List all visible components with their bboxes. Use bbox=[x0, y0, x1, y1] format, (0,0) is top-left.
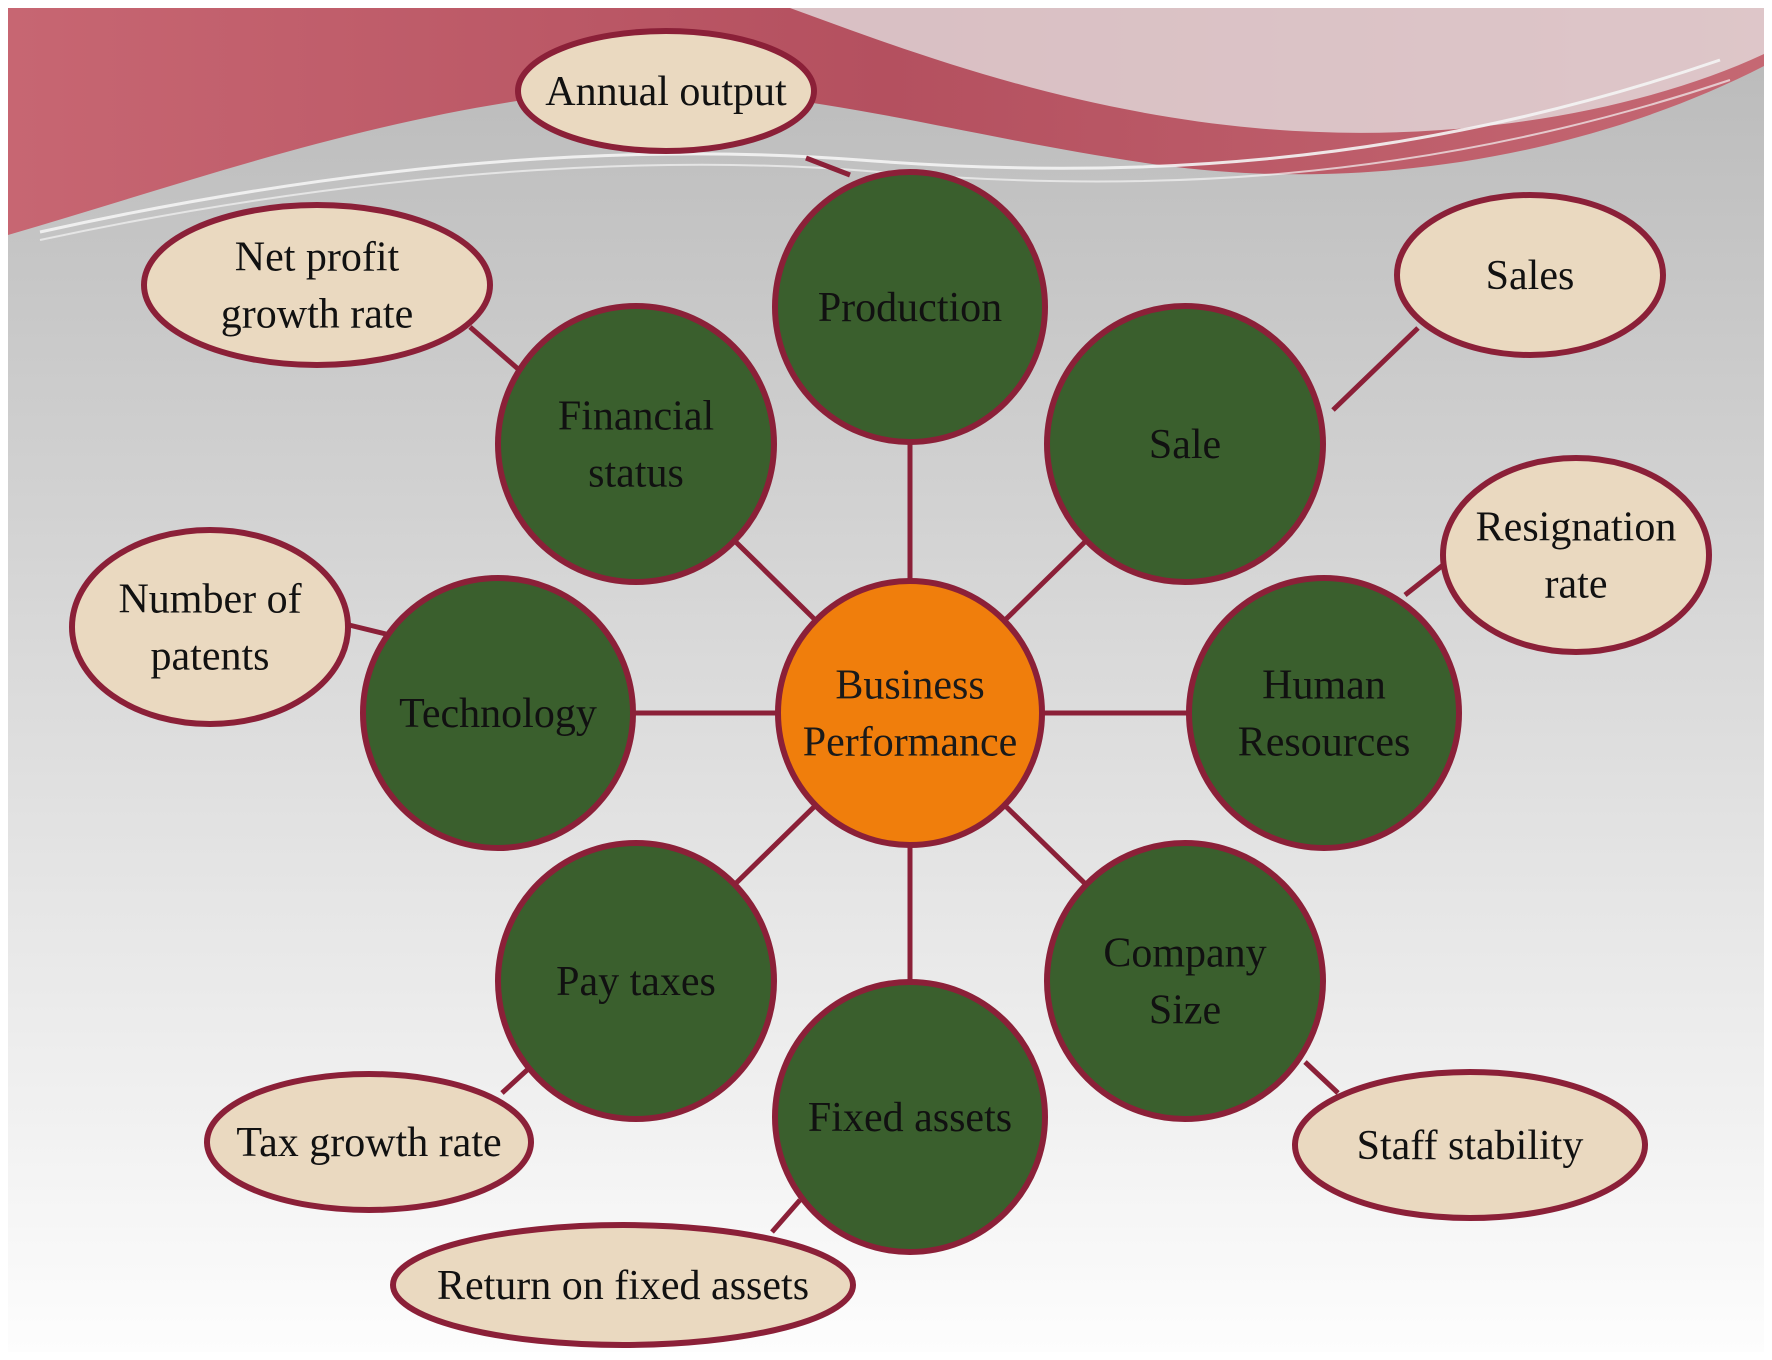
metric-company-size: Staff stability bbox=[1292, 1069, 1648, 1221]
metric-pay-taxes: Tax growth rate bbox=[204, 1071, 534, 1213]
metric-ellipse-fixed-assets bbox=[390, 1222, 856, 1348]
category-label-company-size-line-1: Company bbox=[1103, 931, 1266, 977]
banner-wave-light bbox=[790, 8, 1764, 133]
category-circle-fixed-assets bbox=[772, 979, 1048, 1255]
connector-lines bbox=[348, 155, 1445, 1234]
metric-ellipse-sale bbox=[1394, 192, 1666, 358]
category-fixed-assets: Fixed assets bbox=[772, 979, 1048, 1255]
metric-label-human-resources-line-1: Resignation bbox=[1476, 505, 1677, 551]
category-label-production-line-1: Production bbox=[818, 285, 1002, 331]
category-label-financial-status-line-1: Financial bbox=[558, 394, 714, 440]
category-label-fixed-assets-line-1: Fixed assets bbox=[808, 1095, 1012, 1141]
category-circle-financial-status bbox=[495, 303, 777, 585]
metric-ellipse-production bbox=[515, 28, 817, 154]
metric-label-sale-line-1: Sales bbox=[1486, 253, 1575, 299]
category-pay-taxes: Pay taxes bbox=[495, 840, 777, 1122]
category-circle-technology bbox=[360, 575, 636, 851]
metric-label-technology-line-2: patents bbox=[151, 634, 270, 680]
metric-sale: Sales bbox=[1394, 192, 1666, 358]
metric-ellipse-financial-status bbox=[141, 202, 493, 368]
category-technology: Technology bbox=[360, 575, 636, 851]
metric-link-technology bbox=[348, 622, 391, 638]
category-label-pay-taxes-line-1: Pay taxes bbox=[556, 959, 716, 1005]
category-label-financial-status-line-2: status bbox=[588, 451, 684, 497]
category-circle-pay-taxes bbox=[495, 840, 777, 1122]
metric-ellipse-pay-taxes bbox=[204, 1071, 534, 1213]
metric-ellipse-human-resources bbox=[1440, 455, 1712, 655]
spoke-sale bbox=[1002, 538, 1089, 623]
category-circle-sale bbox=[1044, 303, 1326, 585]
metric-financial-status: Net profit growth rate bbox=[141, 202, 493, 368]
banner-swoosh-line bbox=[39, 58, 1721, 234]
metric-label-fixed-assets-line-1: Return on fixed assets bbox=[437, 1263, 809, 1309]
metric-link-sale bbox=[1331, 326, 1420, 412]
category-circle-production bbox=[772, 169, 1048, 445]
center-circle bbox=[775, 578, 1045, 848]
category-label-human-resources-line-1: Human bbox=[1262, 663, 1386, 709]
spoke-pay-taxes bbox=[732, 803, 818, 887]
metric-label-production-line-1: Annual output bbox=[545, 69, 787, 115]
category-label-sale-line-1: Sale bbox=[1149, 422, 1221, 468]
metric-label-financial-status-line-1: Net profit bbox=[235, 235, 400, 281]
metric-link-human-resources bbox=[1403, 563, 1445, 597]
category-financial-status: Financial status bbox=[495, 303, 777, 585]
metric-technology: Number of patents bbox=[69, 527, 351, 727]
metric-label-technology-line-1: Number of bbox=[118, 577, 301, 623]
category-label-company-size-line-2: Size bbox=[1149, 988, 1221, 1034]
metric-fixed-assets: Return on fixed assets bbox=[390, 1222, 856, 1348]
metric-ellipse-company-size bbox=[1292, 1069, 1648, 1221]
spoke-financial-status bbox=[732, 538, 818, 623]
metric-label-human-resources-line-2: rate bbox=[1545, 562, 1608, 608]
category-circles: ProductionSaleHumanResourcesCompanySizeF… bbox=[360, 169, 1462, 1255]
category-circle-human-resources bbox=[1186, 575, 1462, 851]
center-label-line-2: Performance bbox=[803, 720, 1018, 766]
banner-swoosh-line-2 bbox=[39, 79, 1731, 241]
category-circle-company-size bbox=[1044, 840, 1326, 1122]
metric-human-resources: Resignation rate bbox=[1440, 455, 1712, 655]
metric-link-fixed-assets bbox=[770, 1198, 802, 1234]
center-label-line-1: Business bbox=[835, 663, 984, 709]
metric-link-production bbox=[805, 155, 851, 178]
spoke-company-size bbox=[1002, 803, 1088, 887]
category-label-human-resources-line-2: Resources bbox=[1238, 720, 1411, 766]
metric-label-financial-status-line-2: growth rate bbox=[221, 292, 413, 338]
metric-ellipse-technology bbox=[69, 527, 351, 727]
metric-link-financial-status bbox=[468, 325, 527, 377]
metric-link-company-size bbox=[1303, 1060, 1340, 1095]
metric-label-company-size-line-1: Staff stability bbox=[1357, 1123, 1584, 1169]
category-production: Production bbox=[772, 169, 1048, 445]
category-label-technology-line-1: Technology bbox=[399, 691, 597, 737]
category-sale: Sale bbox=[1044, 303, 1326, 585]
metric-production: Annual output bbox=[515, 28, 817, 154]
metric-label-pay-taxes-line-1: Tax growth rate bbox=[236, 1120, 501, 1166]
